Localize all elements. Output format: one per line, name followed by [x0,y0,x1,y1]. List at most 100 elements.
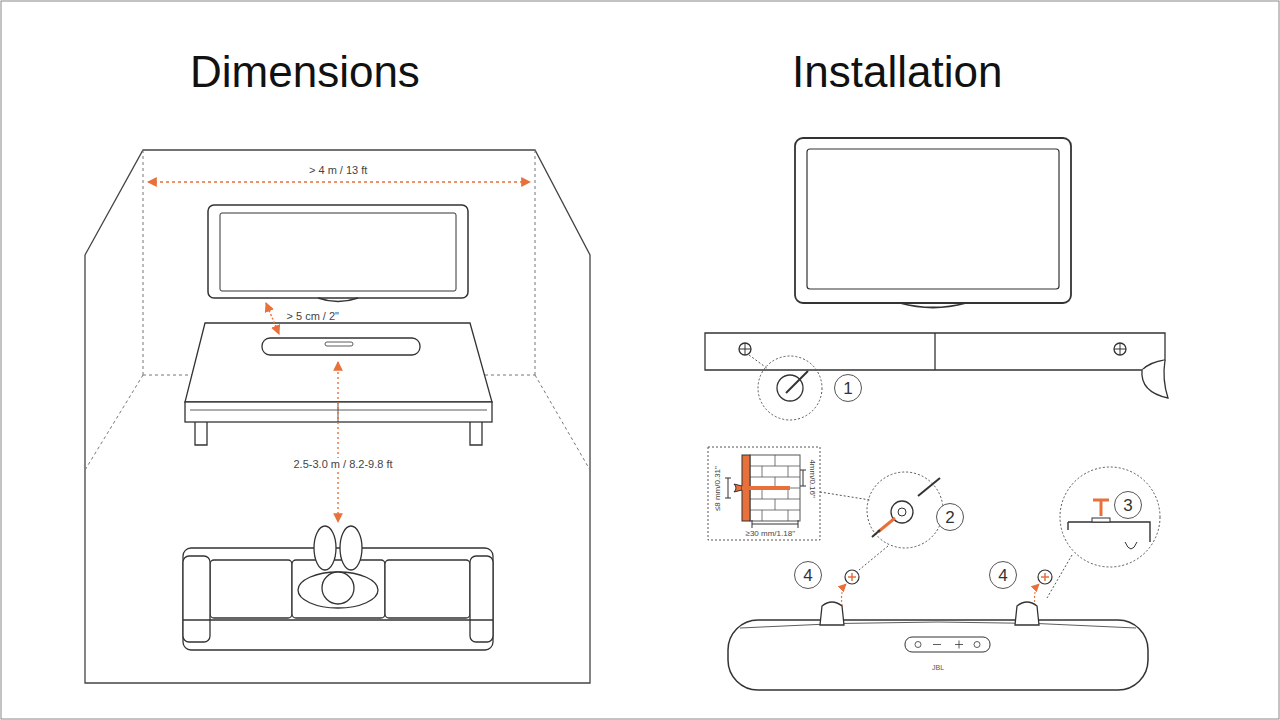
room-outline [85,150,590,683]
wall-inset [725,478,731,498]
viewer [298,572,378,608]
drilling-template [739,343,751,355]
wall-screws [845,570,859,584]
dimension-label: ≤8 mm/0.31" [712,466,721,511]
anchor-zoom [859,472,943,570]
dimension-label: ≥30 mm/1.18" [746,529,795,538]
callout-number: 3 [1114,491,1142,519]
section-heading: Dimensions [190,47,420,98]
callout-number: 2 [936,503,964,531]
sofa [183,619,493,620]
callout-text: 1 [843,380,852,397]
anchor-zoom [859,546,888,570]
soundbar-right [915,642,921,648]
callout-text: 3 [1123,497,1132,514]
anchor-zoom [878,518,895,532]
bracket-zoom [1093,499,1109,502]
anchor-zoom [898,508,906,516]
mark-hole-zoom [758,356,822,420]
bracket-zoom [1068,522,1150,542]
mark-hole-zoom [749,355,768,369]
soundbar-right [740,622,1136,628]
drilling-template [1114,343,1126,355]
sofa [183,548,493,650]
sofa [183,548,493,650]
room-width-arrow [148,181,530,182]
sofa [210,560,292,618]
viewer [322,572,354,604]
bracket-zoom [1125,542,1137,549]
dimension-label: 4mm/0.16" [808,459,817,497]
soundbar-right [905,637,990,652]
drilling-template [1114,343,1126,355]
soundbar-right [933,641,963,649]
anchor-zoom [918,478,940,496]
dimension-label: 2.5-3.0 m / 8.2-9.8 ft [291,458,396,471]
wall-inset [742,486,790,490]
wall-inset [820,492,870,500]
tv-left [220,213,456,291]
wall-screws [1035,584,1040,606]
soundbar-right [974,642,980,648]
drilling-template [705,333,1165,370]
callout-number: 1 [834,374,862,402]
tv-gap-arrow [266,303,279,334]
drilling-template [1142,360,1168,398]
sofa [183,556,210,642]
callout-text: 4 [803,567,812,584]
drilling-template [705,333,1168,398]
bracket-zoom [1100,500,1103,516]
wall-screws [1041,573,1049,581]
room-outline [85,150,590,683]
wall-inset [800,470,806,486]
wall-inset [708,447,870,540]
wall-screws [842,584,847,606]
sofa [385,560,470,618]
viewer [340,526,362,570]
soundbar-left [262,338,420,355]
tv-right [795,138,1071,308]
drilling-template [934,333,935,370]
sofa [292,560,385,618]
bracket-zoom [1060,467,1160,567]
callout-text: 4 [998,567,1007,584]
tv-left [318,298,358,302]
tv-right [795,138,1071,303]
soundbar-right [728,620,1148,690]
tv-right [807,149,1059,289]
viewer [314,526,336,570]
viewer [298,526,378,608]
callout-text: 2 [945,509,954,526]
callout-number: 4 [989,561,1017,589]
brand-logo: JBL [932,664,944,672]
viewing-distance-arrow [337,362,338,522]
drilling-template [739,343,751,355]
tv-left [208,205,468,302]
wall-inset [752,520,798,528]
section-heading: Installation [792,47,1002,98]
soundbar-right [728,620,1148,690]
dimension-label: > 4 m / 13 ft [309,164,367,177]
wall-inset [734,484,742,492]
wall-screws [842,570,1053,606]
mark-hole-zoom [749,355,822,420]
wall-screws [1038,570,1052,584]
wall-inset [708,447,820,540]
bracket-zoom [1047,467,1160,598]
dimension-label: > 5 cm / 2" [287,310,340,323]
wall-screws [848,573,856,581]
mounting-brackets [820,602,844,625]
callout-number: 4 [794,561,822,589]
mounting-brackets [1015,602,1039,625]
mark-hole-zoom [786,371,808,393]
soundbar-left [325,342,353,346]
bracket-zoom [1092,518,1110,522]
mounting-brackets [820,602,1039,625]
sofa [470,556,493,642]
soundbar-left [262,338,420,355]
anchor-zoom [867,472,943,548]
